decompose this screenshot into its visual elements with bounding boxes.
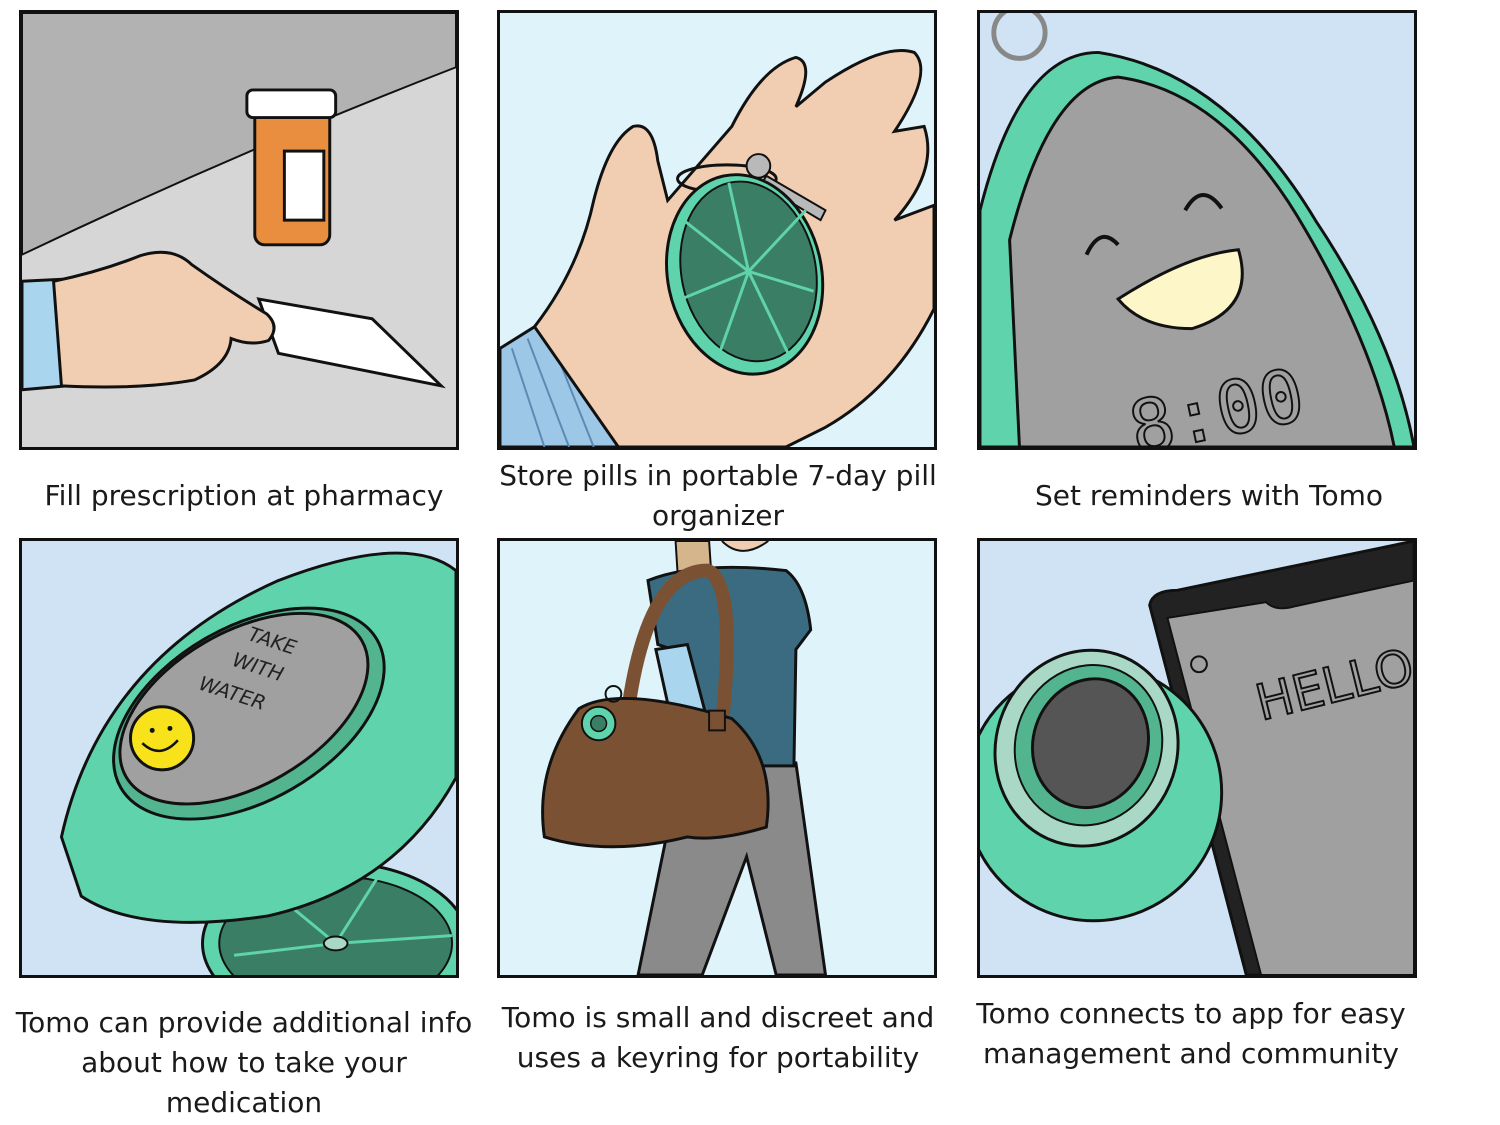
walking-illustration: [500, 541, 934, 975]
panel-pharmacy: [19, 10, 459, 450]
panel-app-connection: HELLO: [977, 538, 1417, 978]
smiley-face-icon: [1084, 193, 1244, 331]
pill-bottle-icon: [245, 88, 338, 247]
caption-additional-info: Tomo can provide additional info about h…: [15, 1006, 473, 1119]
reminder-illustration: 8:00: [980, 13, 1414, 447]
hand-icon: [51, 250, 276, 389]
caption-store-pills: Store pills in portable 7-day pill organ…: [499, 459, 937, 532]
panel-reminders: 8:00: [977, 10, 1417, 450]
panel-portability: [497, 538, 937, 978]
pharmacy-illustration: [22, 13, 456, 447]
keyring-icon: [991, 13, 1048, 61]
smiley-face-icon: [129, 705, 196, 772]
key-icon: [745, 153, 827, 222]
tomo-device-icon: [980, 648, 1224, 923]
organizer-illustration: [500, 13, 934, 447]
pill-organizer-icon: [665, 173, 825, 376]
caption-set-reminders: Set reminders with Tomo: [1035, 479, 1383, 512]
caption-app-connection: Tomo connects to app for easy management…: [976, 997, 1406, 1070]
panel-additional-info: TAKE WITH WATER: [19, 538, 459, 978]
phone-icon: [1148, 541, 1414, 975]
tomo-keychain-icon: [580, 685, 623, 742]
info-illustration: TAKE WITH WATER: [22, 541, 456, 975]
panel-pill-organizer: [497, 10, 937, 450]
app-illustration: HELLO: [980, 541, 1414, 975]
caption-portability: Tomo is small and discreet and uses a ke…: [501, 1001, 935, 1074]
caption-fill-prescription: Fill prescription at pharmacy: [44, 479, 444, 512]
handbag-icon: [541, 696, 770, 849]
